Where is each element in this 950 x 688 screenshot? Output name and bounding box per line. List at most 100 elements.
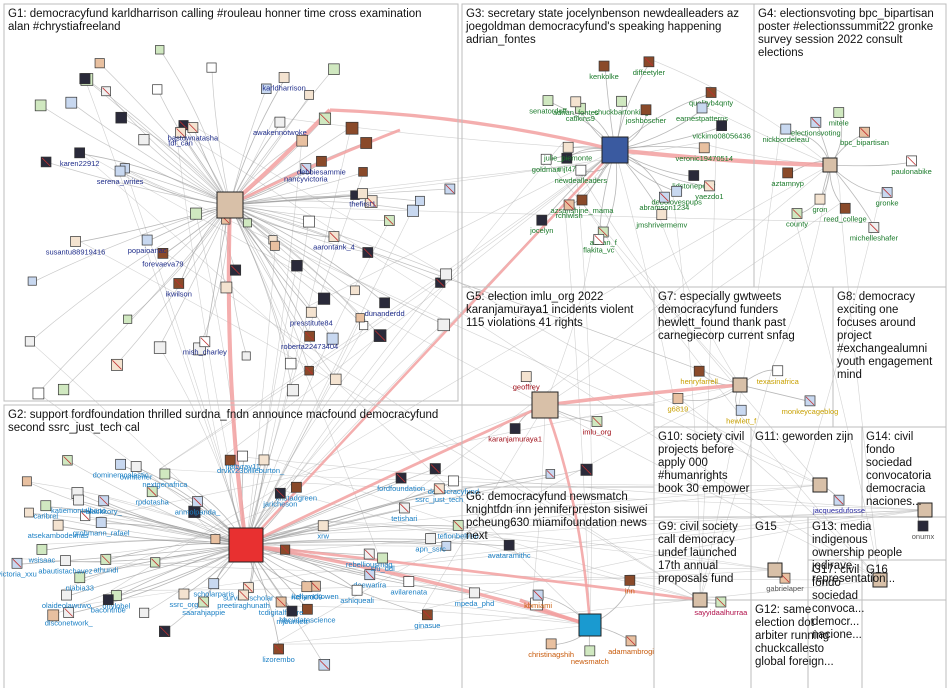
node-thefirst1[interactable]: thefirst1	[349, 188, 376, 209]
node-ssrc_just_tech[interactable]: ssrc_just_tech	[415, 483, 463, 504]
node-susantu88919416[interactable]: susantu88919416	[46, 236, 106, 256]
node-anon-51[interactable]	[286, 384, 299, 397]
node-anon-52[interactable]	[355, 313, 365, 323]
node-gron[interactable]: gron	[812, 193, 827, 214]
node-anon-71[interactable]	[150, 557, 161, 568]
node-tetishari[interactable]: tetishari	[391, 502, 418, 523]
node-karldharrison[interactable]: karldharrison	[262, 72, 306, 92]
node-julie_piemonte[interactable]: julie_piemonte	[543, 141, 592, 162]
node-bastownatasha[interactable]: bastownatasha	[168, 122, 219, 143]
node-popaioanac[interactable]: popaioanac	[128, 234, 167, 255]
node-anon-38[interactable]	[362, 247, 374, 258]
node-diffeetyler[interactable]: diffeetyler	[633, 56, 666, 77]
node-avataramithc[interactable]: avataramithc	[488, 539, 531, 560]
node-rchlwlsh[interactable]: rchlwlsh	[556, 199, 583, 220]
node-nextgenafrica[interactable]: nextgenafrica	[142, 468, 188, 489]
node-anon-5[interactable]	[153, 341, 167, 354]
node-kenkolke[interactable]: kenkolke	[589, 60, 619, 81]
node-anon-43[interactable]	[358, 167, 368, 177]
node-presstitute84[interactable]: presstitute84	[290, 306, 333, 327]
node-forevaeva79[interactable]: forevaeva79	[142, 248, 184, 268]
node-nancyvictoria[interactable]: nancyvictoria	[284, 163, 329, 184]
node-abramson1234[interactable]: abramson1234	[639, 191, 689, 212]
node-apn_ssrc[interactable]: apn_ssrc	[415, 533, 446, 554]
node-owhitener[interactable]: owhitener	[120, 461, 153, 482]
node-lizorembo[interactable]: lizorembo	[262, 643, 295, 664]
node-veronic19470514[interactable]: veronic19470514	[675, 142, 733, 163]
node-anon-63[interactable]	[80, 510, 91, 522]
node-senatorduff[interactable]: senatorduff	[529, 95, 568, 116]
node-anon-77[interactable]	[580, 463, 593, 476]
node-anon-58[interactable]	[79, 73, 91, 85]
node-anon-18[interactable]	[261, 83, 272, 94]
node-fordfoundation[interactable]: fordfoundation	[377, 472, 425, 493]
node-anon-40[interactable]	[326, 332, 339, 345]
node-blackkory_[interactable]: blackkory_	[86, 495, 123, 516]
node-mitele[interactable]: mitele	[829, 107, 849, 128]
node-saarahjappie[interactable]: saarahjappie	[182, 596, 225, 617]
node-nattyray11[interactable]: nattyray11	[225, 450, 260, 471]
node-athundi[interactable]: athundi	[94, 554, 119, 574]
node-electionsvoting[interactable]: electionsvoting	[791, 116, 841, 137]
node-sayyidaalhurraa[interactable]: sayyidaalhurraa	[694, 596, 748, 617]
node-newdealleaders[interactable]: newdealleaders	[555, 164, 608, 185]
node-anon-69[interactable]	[139, 607, 150, 618]
node-anon-7[interactable]	[318, 112, 332, 125]
node-abautistachavez[interactable]: abautistachavez	[38, 555, 93, 576]
node-anon-1[interactable]	[241, 351, 251, 361]
node-anon-35[interactable]	[384, 215, 395, 226]
node-disconetwork_[interactable]: disconetwork_	[45, 607, 94, 628]
node-anon-74[interactable]	[210, 534, 221, 544]
node-anon-4[interactable]	[360, 137, 373, 149]
node-katiemontalbano[interactable]: katiemontalbano	[51, 494, 106, 515]
node-anon-33[interactable]	[138, 134, 150, 146]
node-jmshrivermemv[interactable]: jmshrivermemv	[635, 209, 687, 230]
node-anon-3[interactable]	[111, 358, 123, 371]
node-anon-21[interactable]	[152, 84, 163, 95]
node-anon-16[interactable]	[123, 314, 133, 324]
node-anon-25[interactable]	[359, 321, 369, 331]
node-aztamnyp[interactable]: aztamnyp	[771, 167, 804, 188]
node-texasinafrica[interactable]: texasinafrica	[757, 365, 800, 386]
node-serena_writes[interactable]: serena_writes	[97, 165, 144, 186]
hub-node-g4[interactable]	[822, 157, 838, 173]
node-awakennotwoke[interactable]: awakennotwoke	[253, 116, 307, 137]
node-billieburton_[interactable]: billieburton_	[244, 454, 285, 475]
node-azsunshine_mama[interactable]: azsunshine_mama	[551, 194, 615, 215]
node-henryfarrell[interactable]: henryfarrell	[680, 365, 718, 386]
node-ssrc_org[interactable]: ssrc_org	[170, 588, 199, 609]
node-anmolpanda_[interactable]: anmolpanda_	[175, 496, 221, 517]
node-sfu_ddl[interactable]: sfu_ddl	[371, 552, 396, 573]
node-jocelyn[interactable]: jocelyn	[529, 214, 553, 235]
node-wsisaac[interactable]: wsisaac	[28, 544, 56, 564]
node-earnestpatterns[interactable]: earnestpatterns	[676, 102, 728, 123]
node-anon-72[interactable]	[159, 625, 171, 637]
hub-node-g6[interactable]	[578, 613, 602, 637]
hub-node-g1[interactable]	[216, 191, 244, 219]
hub-node-g7[interactable]	[732, 377, 748, 393]
node-anon-68[interactable]	[21, 476, 32, 487]
node-mjt47[interactable]: mjt47	[558, 152, 576, 173]
node-anon-32[interactable]	[318, 292, 331, 305]
node-mjburnett[interactable]: mjburnett	[276, 605, 309, 626]
node-anon-41[interactable]	[440, 268, 452, 281]
node-kristadgreen[interactable]: kristadgreen	[276, 481, 317, 502]
node-anon-17[interactable]	[230, 264, 242, 276]
node-olaideolawuwo[interactable]: olaideolawuwo	[42, 589, 91, 610]
node-imlu_org[interactable]: imlu_org	[583, 416, 612, 436]
node-anon-24[interactable]	[32, 387, 45, 400]
node-deewarira[interactable]: deewarira	[353, 569, 387, 590]
node-qualityb4qnty[interactable]: qualityb4qnty	[689, 87, 733, 108]
node-rpdotasha[interactable]: rpdotasha	[135, 486, 170, 507]
node-victoria_xxu[interactable]: victoria_xxu	[0, 557, 37, 578]
node-anon-14[interactable]	[284, 357, 297, 370]
node-mish_charley[interactable]: mish_charley	[183, 336, 227, 357]
node-hewlett_f[interactable]: hewlett_f	[726, 404, 757, 425]
node-anon-6[interactable]	[350, 285, 360, 296]
node-scholarparis[interactable]: scholarparis	[194, 578, 235, 599]
node-county[interactable]: county	[786, 208, 808, 229]
hub-node-g15[interactable]	[767, 562, 783, 578]
node-michelleshafer[interactable]: michelleshafer	[850, 222, 899, 243]
node-anon-66[interactable]	[47, 609, 60, 622]
node-drvkv23[interactable]: drvkv23	[217, 454, 243, 475]
